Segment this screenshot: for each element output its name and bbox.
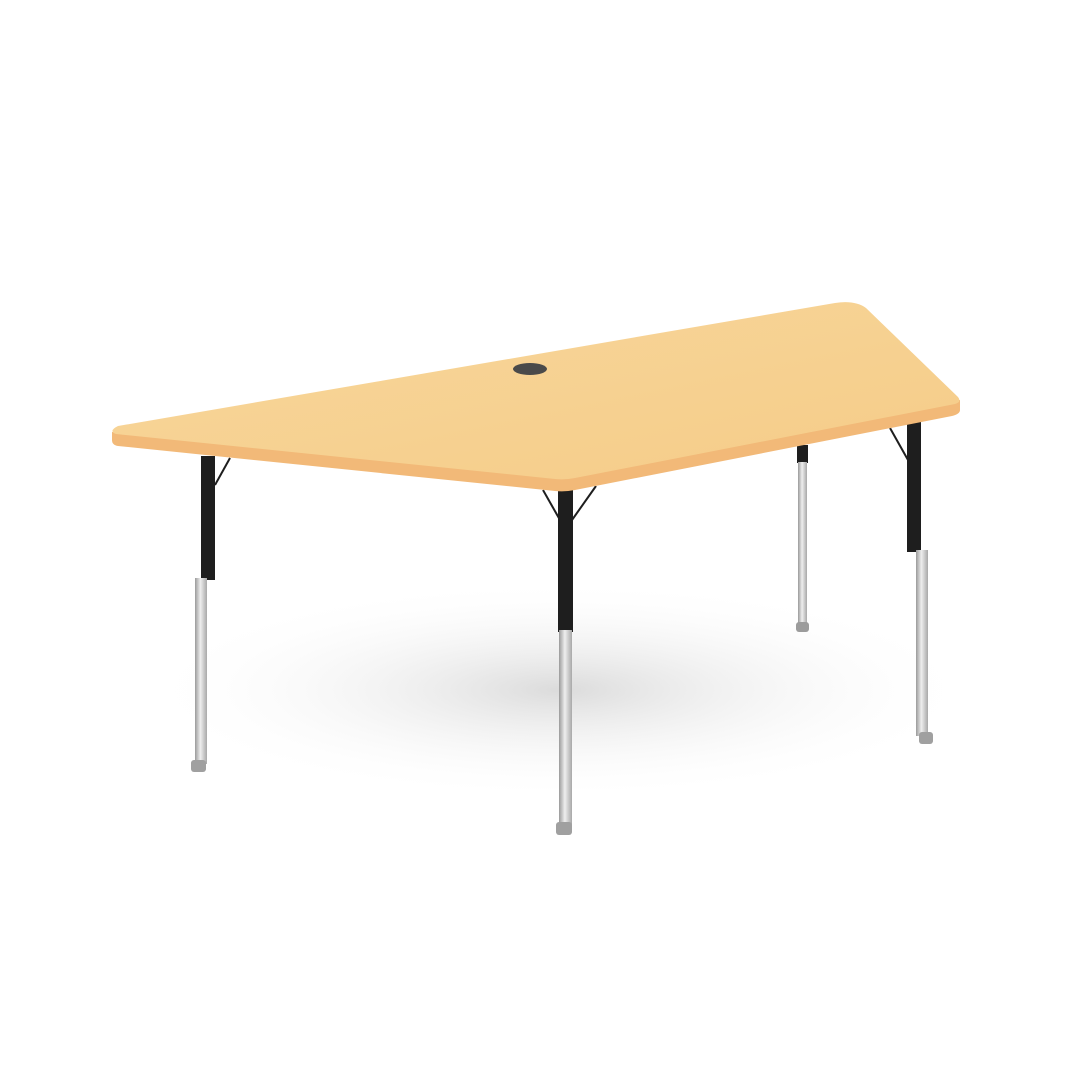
- tabletop: [112, 302, 960, 480]
- front-leg: [542, 485, 597, 835]
- right-leg: [889, 420, 933, 744]
- left-leg: [191, 456, 231, 772]
- tabletop-edge: [112, 400, 960, 492]
- grommet: [513, 363, 547, 375]
- back-leg: [796, 445, 809, 632]
